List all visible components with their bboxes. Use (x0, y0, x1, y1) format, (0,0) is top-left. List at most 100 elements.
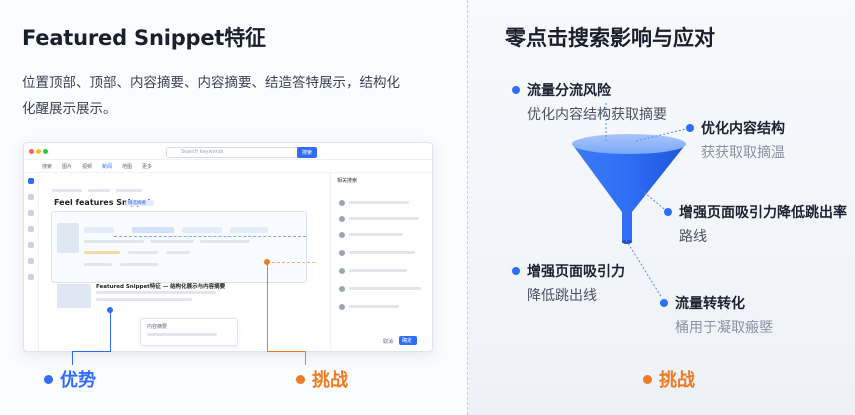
search-placeholder: Search keywords (181, 149, 224, 155)
ok-button-label: 确定 (402, 338, 413, 344)
avatar (339, 200, 345, 206)
challenge-anchor-dot (264, 259, 270, 265)
related-header: 相关搜索 (337, 178, 358, 184)
result-title[interactable]: Featured Snippet特征 — 结构化展示与内容摘要 (96, 284, 226, 290)
snippet-text-line (84, 263, 112, 266)
related-line[interactable] (349, 233, 403, 236)
blue-dot-icon (660, 299, 668, 307)
impact-item-title: 增强页面吸引力 (527, 264, 625, 280)
browser-topbar: Search keywords 搜索 (24, 143, 432, 160)
snippet-text-line (128, 251, 158, 254)
tab-maps[interactable]: 地图 (122, 164, 133, 170)
advantage-anchor-dot (107, 307, 113, 313)
snippet-text-line (166, 251, 190, 254)
serp-screenshot: Search keywords 搜索 搜索 图片 视频 新闻 地图 更多 Fee… (23, 142, 433, 352)
right-challenge-legend: 挑战 (643, 366, 695, 392)
cancel-link[interactable]: 取消 (383, 339, 394, 345)
featured-snippet-title: Featured Snippet特征 (22, 26, 266, 50)
home-icon[interactable] (28, 178, 34, 184)
avatar (339, 304, 345, 310)
funnel-icon (572, 134, 686, 244)
orange-dot-icon (296, 374, 305, 384)
minimize-dot-icon (36, 149, 41, 154)
search-button[interactable]: 搜索 (297, 147, 317, 158)
popup-line (147, 333, 217, 336)
challenge-connector (267, 351, 306, 352)
popup-text: 内容摘要 (147, 324, 168, 330)
snippet-text-line (120, 263, 158, 266)
snippet-text-line (150, 240, 194, 243)
avatar (339, 250, 345, 256)
related-line[interactable] (349, 269, 407, 272)
user-icon[interactable] (28, 242, 34, 248)
chart-icon[interactable] (28, 210, 34, 216)
tab-videos[interactable]: 视频 (82, 164, 93, 170)
ok-button[interactable]: 确定 (399, 336, 417, 345)
tab-news[interactable]: 新闻 (102, 164, 113, 170)
blue-dot-icon (512, 267, 520, 275)
advantage-connector (72, 351, 73, 365)
snippet-chip[interactable] (84, 227, 114, 233)
related-line[interactable] (349, 201, 409, 204)
settings-icon[interactable] (28, 226, 34, 232)
related-line[interactable] (349, 287, 421, 290)
related-panel: 相关搜索 取消 (330, 172, 432, 351)
maximize-dot-icon (43, 149, 48, 154)
featured-snippet-box (51, 211, 307, 283)
challenge-legend: 挑战 (296, 366, 348, 392)
related-line[interactable] (349, 217, 419, 220)
impact-item-sub: 获获取取摘温 (701, 145, 785, 161)
blue-dot-icon (686, 124, 694, 132)
filter-chip[interactable] (116, 189, 142, 192)
hover-popup: 内容摘要 (140, 318, 238, 346)
bell-icon[interactable] (28, 258, 34, 264)
challenge-pointer-line (267, 262, 315, 263)
advantage-label: 优势 (60, 370, 96, 391)
blue-dot-icon (512, 86, 520, 94)
filter-chip[interactable] (52, 189, 82, 192)
related-line[interactable] (349, 251, 415, 254)
tab-more[interactable]: 更多 (142, 164, 153, 170)
snippet-chip[interactable] (230, 227, 268, 233)
impact-item-1: 流量分流风险 优化内容结构获取摘要 (512, 80, 667, 124)
advantage-pointer-line (114, 236, 306, 237)
challenge-connector (267, 262, 268, 351)
close-dot-icon (29, 149, 34, 154)
panel-divider (467, 0, 468, 415)
result-thumbnail (57, 284, 91, 308)
advantage-connector (110, 310, 111, 352)
impact-item-title: 流量分流风险 (527, 83, 611, 99)
avatar (339, 286, 345, 292)
impact-item-3: 增强页面吸引力降低跳出率 路线 (664, 202, 847, 246)
zero-click-title: 零点击搜索影响与应对 (505, 26, 715, 50)
avatar (339, 268, 345, 274)
featured-snippet-description: 位置顶部、顶部、内容摘要、内容摘要、结造答特展示，结构化化醒展示展示。 (22, 75, 400, 117)
snippet-thumbnail (57, 223, 79, 253)
impact-item-4: 增强页面吸引力 降低跳出线 (512, 261, 625, 305)
filter-chip[interactable] (88, 189, 110, 192)
related-line[interactable] (349, 305, 399, 308)
snippet-chip[interactable] (182, 227, 222, 233)
orange-dot-icon (643, 374, 652, 384)
impact-item-5: 流量转转化 桶用于凝取瘢塈 (660, 293, 773, 337)
help-icon[interactable] (28, 274, 34, 280)
tab-images[interactable]: 图片 (62, 164, 73, 170)
impact-item-sub: 路线 (679, 229, 707, 245)
snippet-tag: 精选摘要 (126, 200, 154, 206)
impact-item-sub: 桶用于凝取瘢塈 (675, 320, 773, 336)
advantage-legend: 优势 (44, 366, 96, 392)
result-snippet-line (96, 298, 192, 301)
snippet-tag-label: 精选摘要 (128, 201, 146, 206)
blue-dot-icon (44, 374, 53, 384)
impact-item-sub: 优化内容结构获取摘要 (527, 107, 667, 123)
avatar (339, 232, 345, 238)
snippet-chip-selected[interactable] (132, 227, 174, 233)
advantage-connector (72, 351, 111, 352)
snippet-highlight (84, 251, 120, 254)
impact-item-sub: 降低跳出线 (527, 288, 597, 304)
result-snippet-line (96, 291, 216, 294)
snippet-heading: Feel features Snippet (54, 198, 152, 207)
tab-all[interactable]: 搜索 (42, 164, 53, 170)
folder-icon[interactable] (28, 194, 34, 200)
